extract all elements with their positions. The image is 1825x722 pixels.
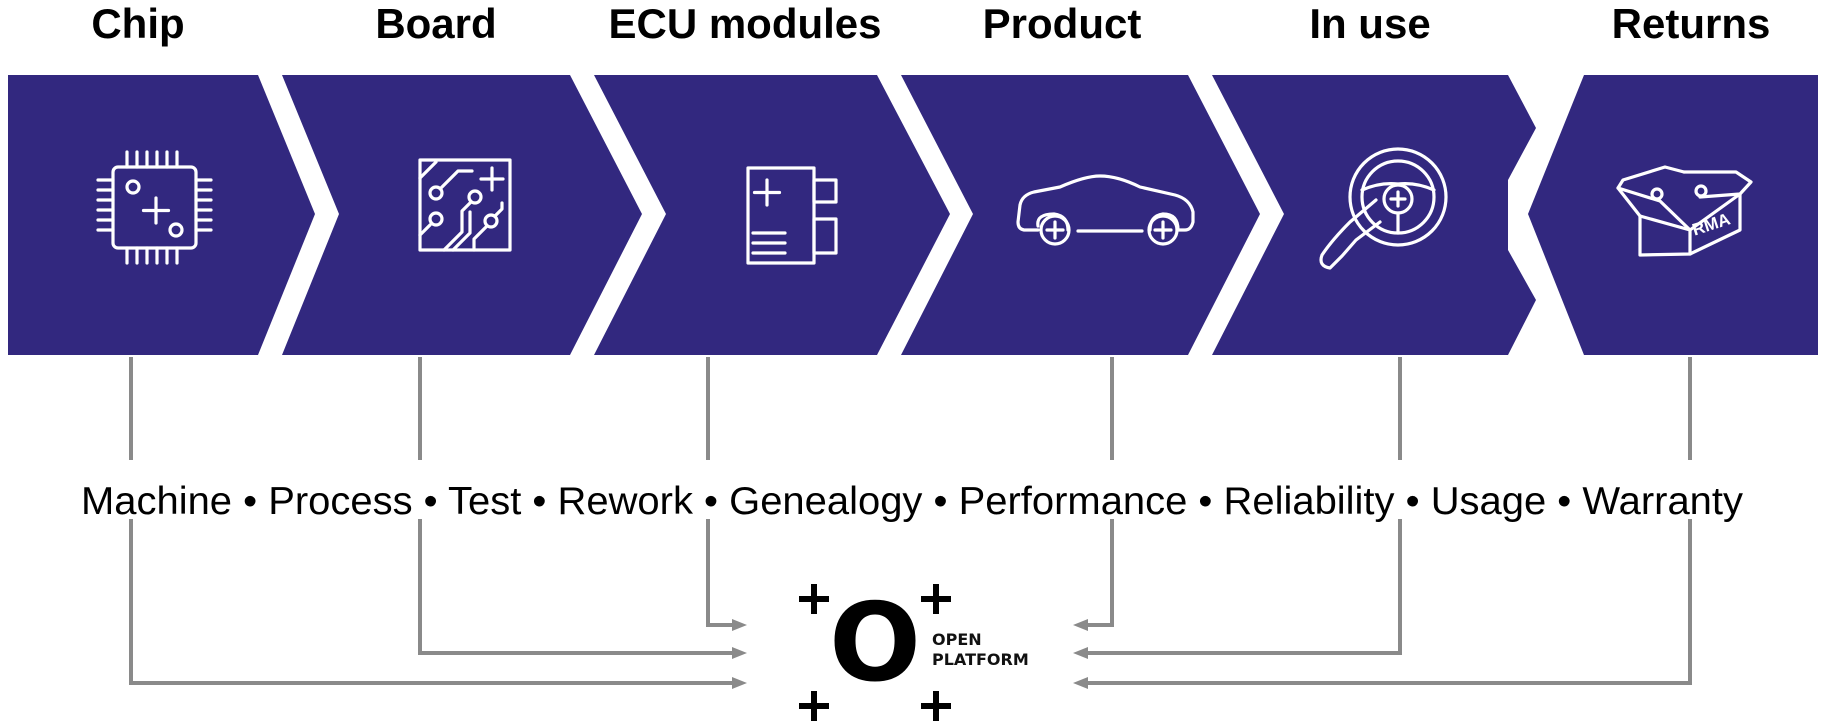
plus-icon: [799, 584, 951, 721]
arrow-right-2: [732, 647, 747, 659]
steering-wheel-icon: [1319, 147, 1448, 270]
connector-lines: [129, 357, 1692, 685]
arrow-left-2: [1073, 647, 1088, 659]
connector-ecu-route: [706, 519, 735, 627]
metrics-line: Machine • Process • Test • Rework • Gene…: [81, 480, 1743, 523]
chevron-product: [901, 75, 1260, 355]
logo-line-platform: PLATFORM: [932, 650, 1029, 669]
connector-product-route: [1085, 519, 1114, 627]
stage-title-ecu-modules: ECU modules: [608, 0, 881, 47]
connector-chip-route: [129, 519, 735, 685]
arrow-right-3: [732, 677, 747, 689]
stage-title-product: Product: [983, 0, 1142, 47]
stage-title-returns: Returns: [1612, 0, 1771, 47]
chevron-chip: [8, 75, 315, 355]
open-platform-logo: O OPEN PLATFORM: [799, 581, 1029, 721]
logo-line-open: OPEN: [932, 630, 982, 649]
connector-inuse-route: [1085, 519, 1402, 655]
chevron-ecu-modules: [594, 75, 950, 355]
stage-title-in-use: In use: [1309, 0, 1430, 47]
connector-returns-route: [1085, 519, 1692, 685]
stage-title-board: Board: [375, 0, 496, 47]
arrow-left-3: [1073, 677, 1088, 689]
stage-title-chip: Chip: [91, 0, 184, 47]
arrow-left-1: [1073, 619, 1088, 631]
circuit-board-icon: [418, 158, 512, 252]
chip-icon: [96, 150, 213, 265]
connector-board-route: [418, 519, 735, 655]
ecu-module-icon: [746, 166, 838, 265]
car-icon: [1016, 174, 1195, 246]
arrowheads: [732, 619, 1088, 689]
chevron-in-use: [1212, 75, 1536, 355]
chevron-band: [8, 75, 1818, 355]
logo-letter: O: [829, 581, 921, 706]
arrow-right-1: [732, 619, 747, 631]
